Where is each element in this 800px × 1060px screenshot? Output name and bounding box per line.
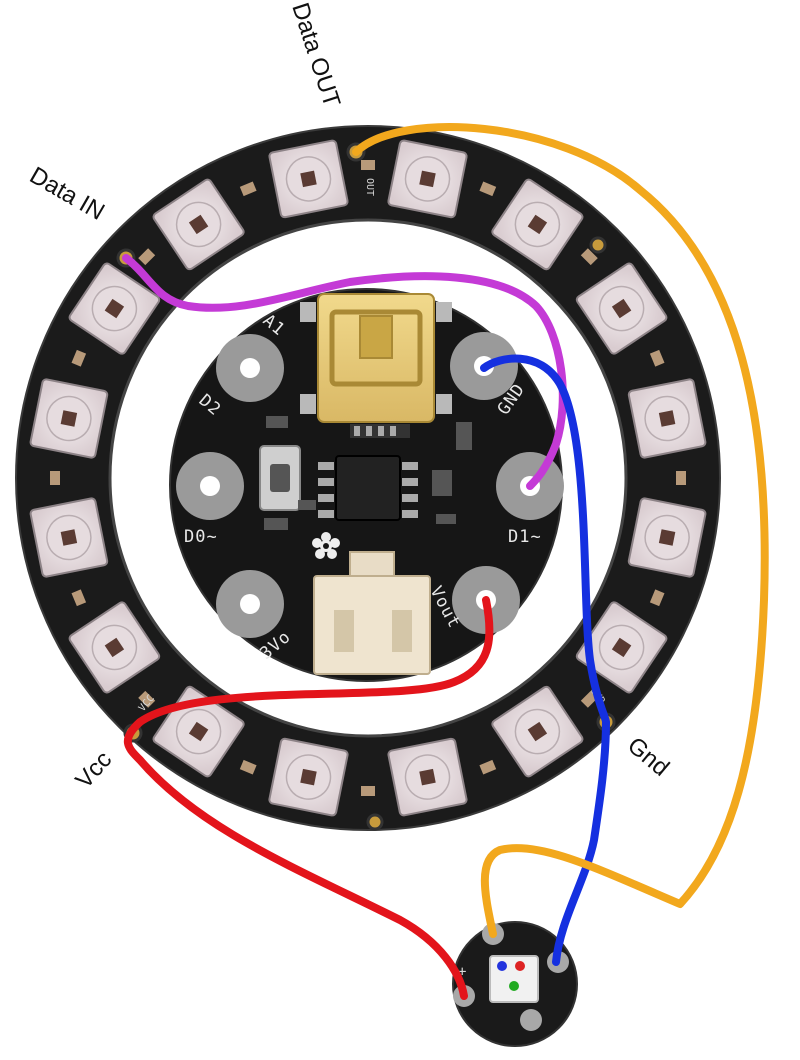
ring-capacitor [239,759,257,775]
ring-capacitor [71,589,87,607]
ring-led [29,378,109,459]
microcontroller-chip [318,424,418,521]
ring-capacitor [479,759,497,775]
single-neopixel: + [452,921,578,1047]
ring-led [627,378,707,459]
reset-button[interactable] [259,445,301,511]
adafruit-logo [312,532,340,559]
ring-mount-pad [589,236,607,254]
ring-capacitor [649,349,665,367]
ring-led [575,601,668,694]
ring-capacitor [50,471,60,485]
ring-led [387,139,468,219]
wires [122,123,769,1000]
ring-capacitor [361,160,375,170]
board-label-d1: D1~ [508,527,542,547]
ring-capacitor [580,248,598,266]
ring-capacitor [361,786,375,796]
label-gnd: Gnd [622,732,674,782]
battery-connector [313,551,431,675]
wire-ground[interactable] [480,354,610,966]
ring-led [575,262,668,355]
board-label-d0: D0~ [184,527,218,547]
wire-data-in[interactable] [122,254,567,490]
label-vcc: Vcc [70,746,117,794]
ring-led [491,178,584,271]
gemma-board: A1 D2 D0~ 3Vo Vout D1~ GND [169,288,564,682]
label-data-in: Data IN [25,162,109,226]
wire-power[interactable] [124,596,494,1000]
ring-led [387,737,468,817]
ring-led [152,178,245,271]
ring-capacitor [649,589,665,607]
ring-led [68,601,161,694]
pad-d2[interactable] [176,452,244,520]
ring-out-label: OUT [364,178,375,196]
ring-led [29,497,109,578]
pad-d0[interactable] [216,570,284,638]
ring-capacitor [71,349,87,367]
usb-connector [300,293,452,423]
wire-data-out[interactable] [352,123,769,938]
pad-a1[interactable] [216,334,284,402]
ring-led [268,737,349,817]
ring-led-group [29,139,707,817]
pixel-plus-label: + [458,964,466,980]
ring-capacitor [676,471,686,485]
ring-capacitor [479,181,497,197]
ring-led [491,685,584,778]
ring-capacitor [239,181,257,197]
ring-mount-pad [366,813,384,831]
label-data-out: Data OUT [286,0,345,111]
ring-capacitor [138,248,156,266]
ring-led [68,262,161,355]
ring-led [268,139,349,219]
ring-led [627,497,707,578]
ring-capacitor [138,690,156,708]
board-passives [264,416,472,530]
